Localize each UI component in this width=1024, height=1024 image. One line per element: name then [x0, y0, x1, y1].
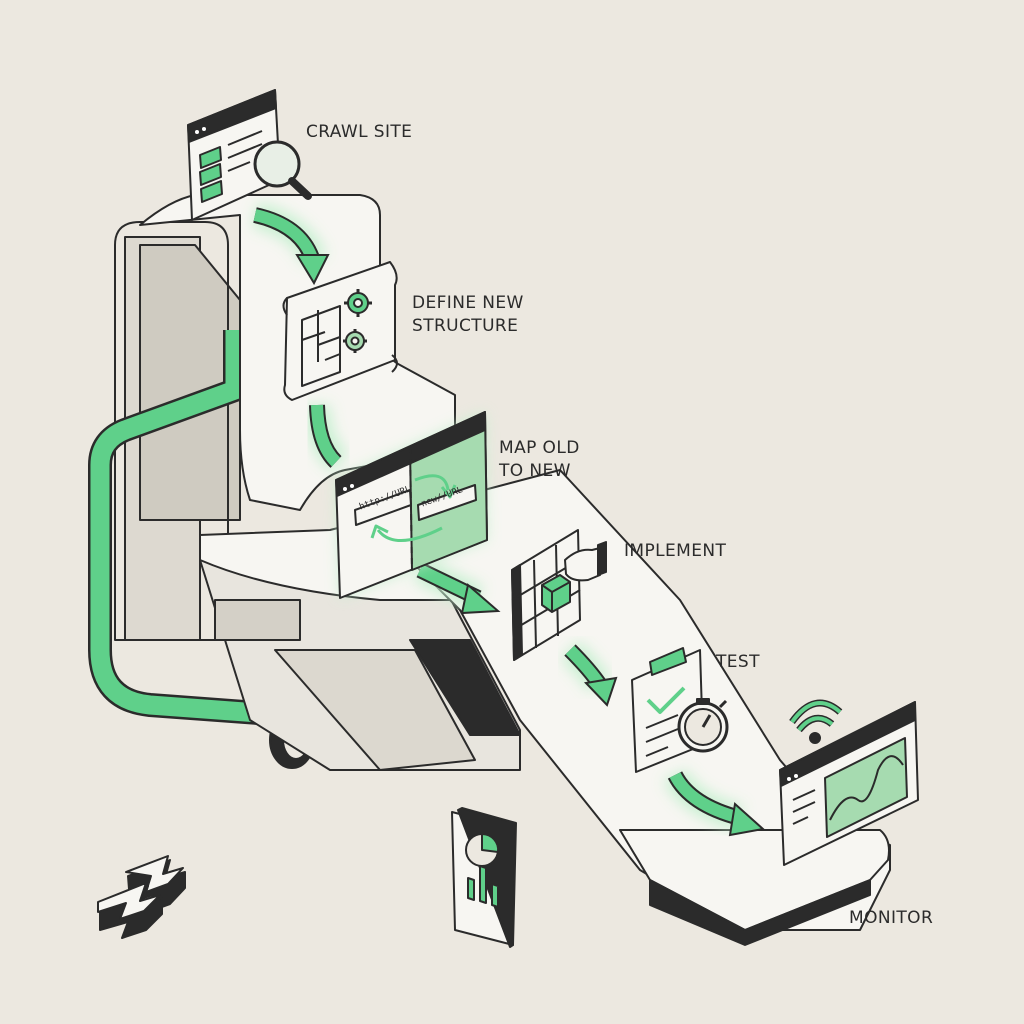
dashboard-monitor-icon: [779, 699, 919, 866]
flow-arrow-4: [560, 640, 618, 707]
step-label-implement: IMPLEMENT: [624, 540, 726, 563]
browser-magnifier-icon: [187, 89, 312, 221]
step-label-line: TEST: [716, 652, 760, 672]
flow-arrow-2: [304, 404, 349, 473]
blueprint-gears-icon: [282, 261, 398, 401]
step-label-line: MAP OLD: [499, 438, 580, 458]
double-arrow-icon: [97, 855, 186, 939]
hand-placing-block-icon: [511, 529, 607, 661]
clipboard-stopwatch-icon: [631, 647, 729, 773]
step-label-line: TO NEW: [499, 461, 571, 481]
step-label-line: MONITOR: [849, 908, 934, 928]
step-label-map-old-to-new: MAP OLD TO NEW: [499, 437, 580, 483]
step-label-line: STRUCTURE: [412, 316, 519, 336]
step-label-test: TEST: [716, 651, 760, 674]
step-label-line: IMPLEMENT: [624, 541, 727, 561]
flow-arrow-5: [663, 768, 766, 837]
report-card-icon: [451, 807, 517, 948]
step-label-line: DEFINE NEW: [412, 293, 524, 313]
flow-arrow-1: [251, 202, 330, 286]
url-redirect-icon: [335, 411, 488, 599]
step-label-line: CRAWL SITE: [306, 122, 413, 142]
step-label-monitor: MONITOR: [849, 907, 933, 930]
step-label-define-new-structure: DEFINE NEW STRUCTURE: [412, 292, 524, 338]
flow-arrows: [251, 202, 766, 837]
step-label-crawl-site: CRAWL SITE: [306, 121, 412, 144]
flow-arrow-3: [414, 558, 501, 615]
